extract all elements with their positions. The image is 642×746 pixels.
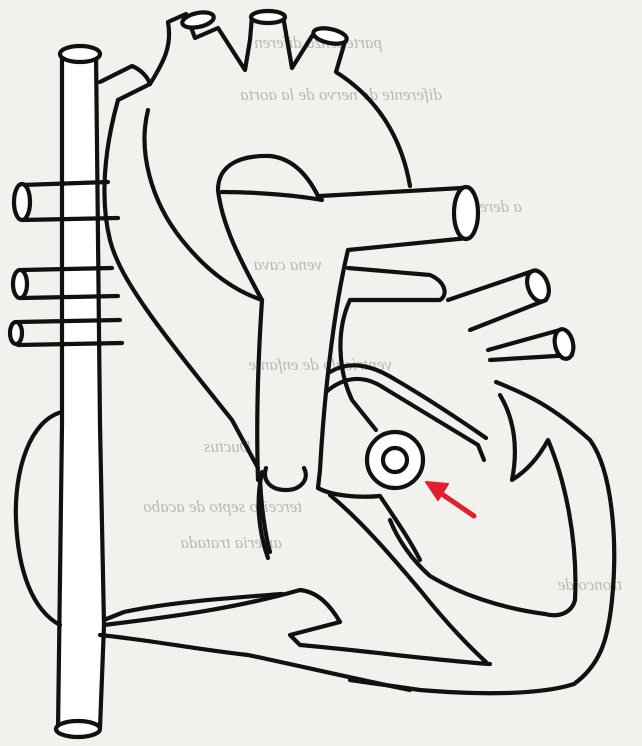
right-ventricle-floor <box>104 594 282 620</box>
oval-ring-structure <box>367 432 423 488</box>
indicator-arrow <box>426 482 474 516</box>
arch-branch-cap-3 <box>312 26 348 47</box>
vena-cava-bottom-opening <box>56 721 100 737</box>
pulmonary-artery-opening <box>454 187 478 239</box>
vein-opening-1 <box>14 184 30 220</box>
left-atrium-outline <box>348 268 445 300</box>
vena-cava-top-opening <box>60 46 100 62</box>
aortic-valve-cup <box>265 468 306 490</box>
arch-branch-cap-2 <box>251 11 285 23</box>
right-ventricle-bottom <box>104 590 490 664</box>
left-ventricle-inner <box>390 395 575 615</box>
right-atrium-outline <box>16 412 62 625</box>
vein-opening-2 <box>13 270 27 298</box>
inferior-cava-curve <box>100 635 410 690</box>
ascending-aorta <box>218 156 318 300</box>
aortic-arch-outer <box>104 100 258 468</box>
brachiocephalic-branch <box>100 66 150 100</box>
pulmonary-inner-line <box>222 192 322 200</box>
pulmonary-trunk-bottom <box>348 238 468 250</box>
pulmonary-trunk-top <box>320 188 462 196</box>
right-vein-opening-1 <box>523 268 553 305</box>
right-ventricle-body <box>330 495 486 662</box>
vena-cava-vessel <box>58 52 104 730</box>
aorta-descending-left <box>145 110 262 300</box>
vein-opening-3 <box>10 322 22 344</box>
